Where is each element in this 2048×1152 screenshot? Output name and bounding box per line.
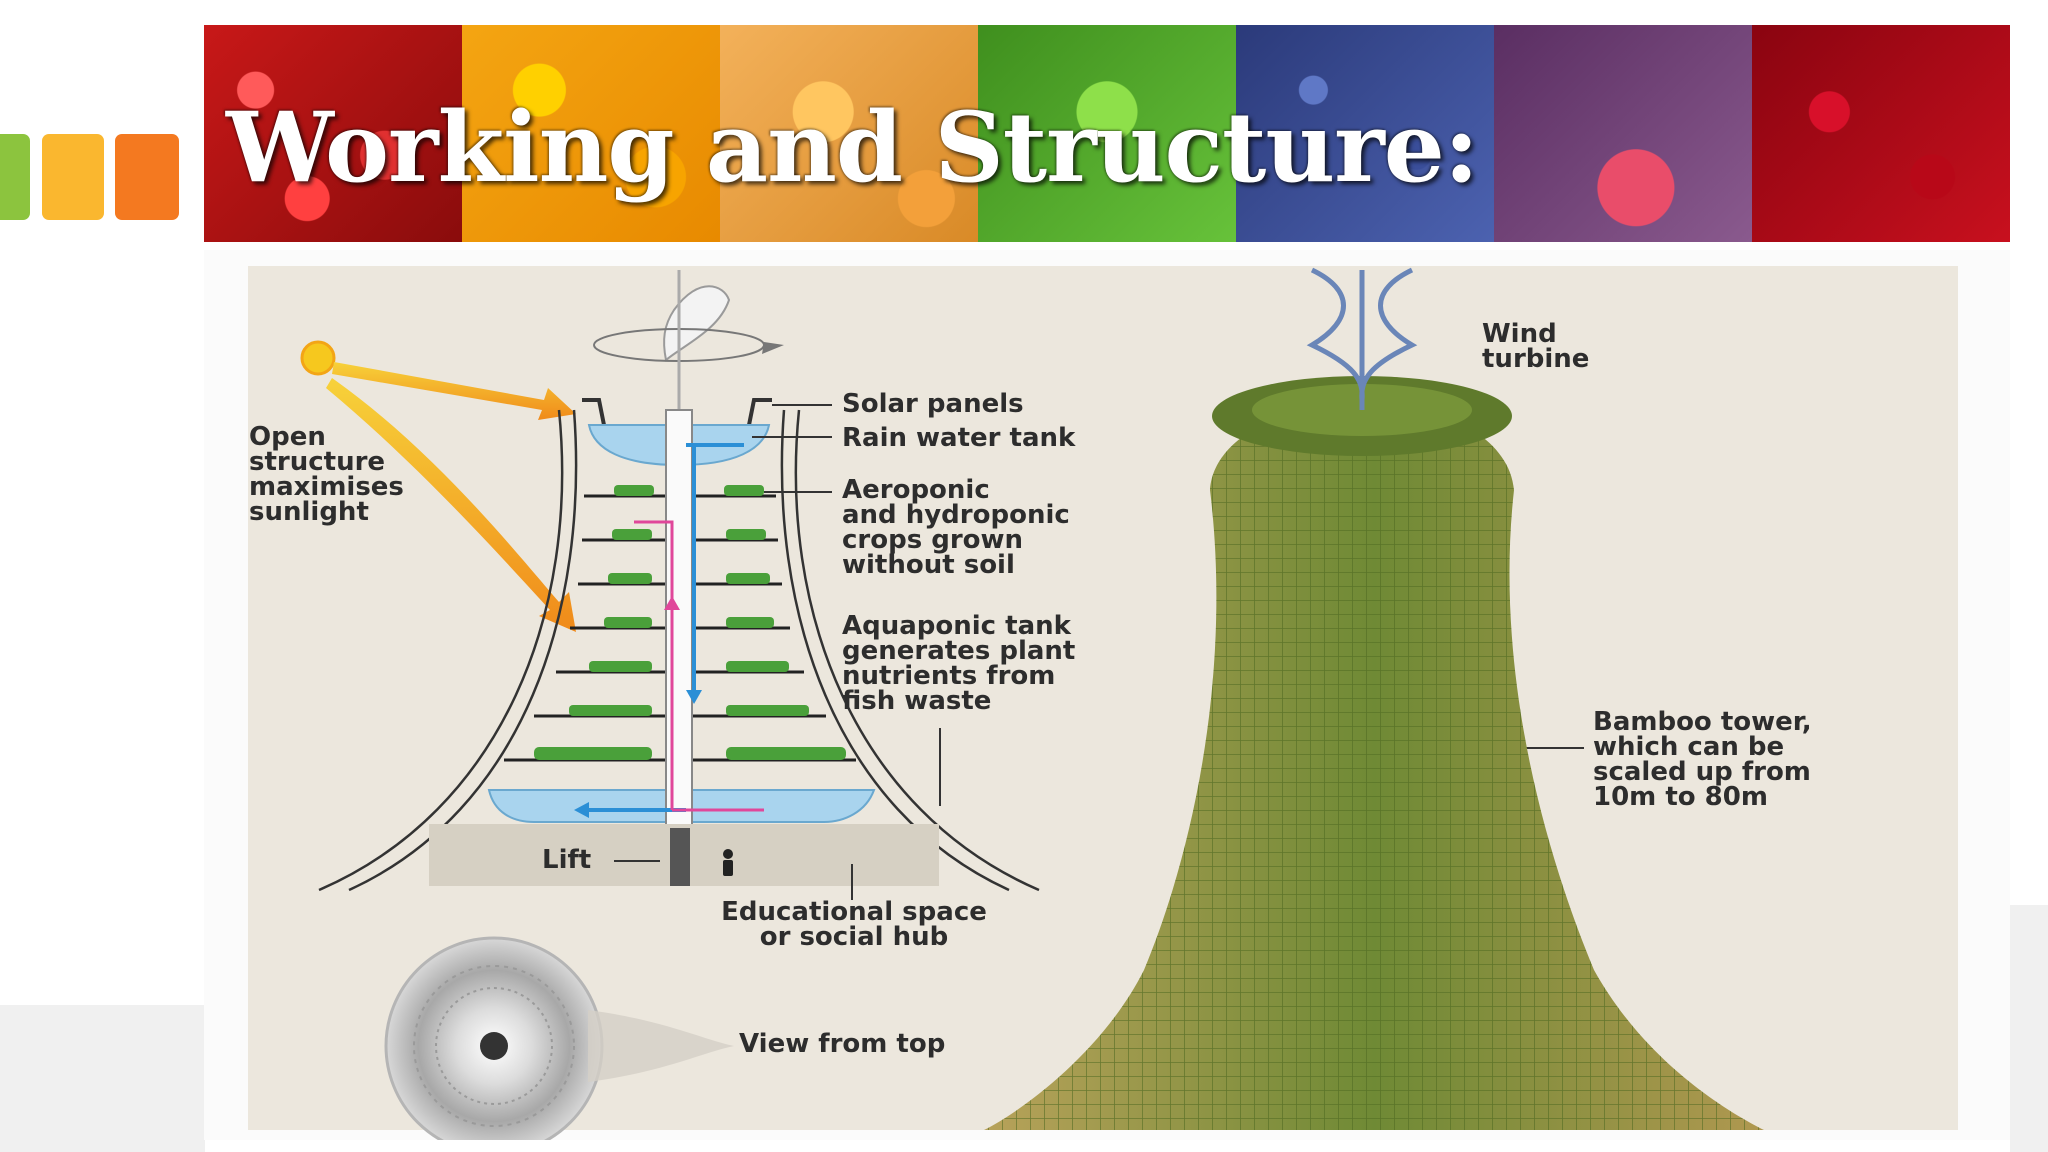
person-icon xyxy=(723,849,733,876)
sun-icon xyxy=(300,340,336,376)
label-educational-space: Educational space or social hub xyxy=(721,897,987,952)
strawberries-image xyxy=(204,25,462,242)
label-solar-panels: Solar panels xyxy=(842,389,1024,419)
label-rain-water-tank: Rain water tank xyxy=(842,423,1076,453)
sunlight-arrow-lower xyxy=(326,378,576,632)
tower-outline-left xyxy=(318,409,564,892)
label-aquaponic: Aquaponic tank generates plant nutrients… xyxy=(842,611,1076,716)
leaves-image xyxy=(978,25,1236,242)
label-wind-turbine: Wind turbine xyxy=(1482,319,1590,374)
slide-title: Working and Structure: xyxy=(226,91,1479,204)
diagram-illustration xyxy=(248,266,1958,1140)
figs-image xyxy=(1494,25,1752,242)
background-swoosh-right xyxy=(2010,905,2048,1152)
blueberries-image xyxy=(1236,25,1494,242)
accent-square-orange xyxy=(115,134,179,220)
solar-panel-right xyxy=(747,398,772,426)
wind-turbine-icon xyxy=(1306,267,1418,410)
background-swoosh-left xyxy=(0,1005,205,1152)
vertical-farm-diagram: Open structure maximises sunlight Solar … xyxy=(204,250,2010,1140)
central-shaft xyxy=(665,409,693,841)
apricots-image xyxy=(720,25,978,242)
tower-outline-right xyxy=(794,409,1040,892)
accent-square-green xyxy=(0,134,30,220)
fruit-banner xyxy=(204,25,2010,242)
citrus-image xyxy=(462,25,720,242)
solar-panel-left xyxy=(582,398,606,426)
accent-square-yellow xyxy=(42,134,104,220)
plant-beds xyxy=(534,485,846,760)
label-aeroponic: Aeroponic and hydroponic crops grown wit… xyxy=(842,475,1070,580)
label-open-structure: Open structure maximises sunlight xyxy=(249,422,404,527)
label-lift: Lift xyxy=(542,845,592,875)
sunlight-arrow-upper xyxy=(332,362,576,420)
label-bamboo-tower: Bamboo tower, which can be scaled up fro… xyxy=(1593,707,1812,812)
cherries-image xyxy=(1752,25,2010,242)
label-view-from-top: View from top xyxy=(739,1029,946,1059)
nutrient-flow-arrow xyxy=(634,520,674,810)
lift xyxy=(670,828,690,886)
